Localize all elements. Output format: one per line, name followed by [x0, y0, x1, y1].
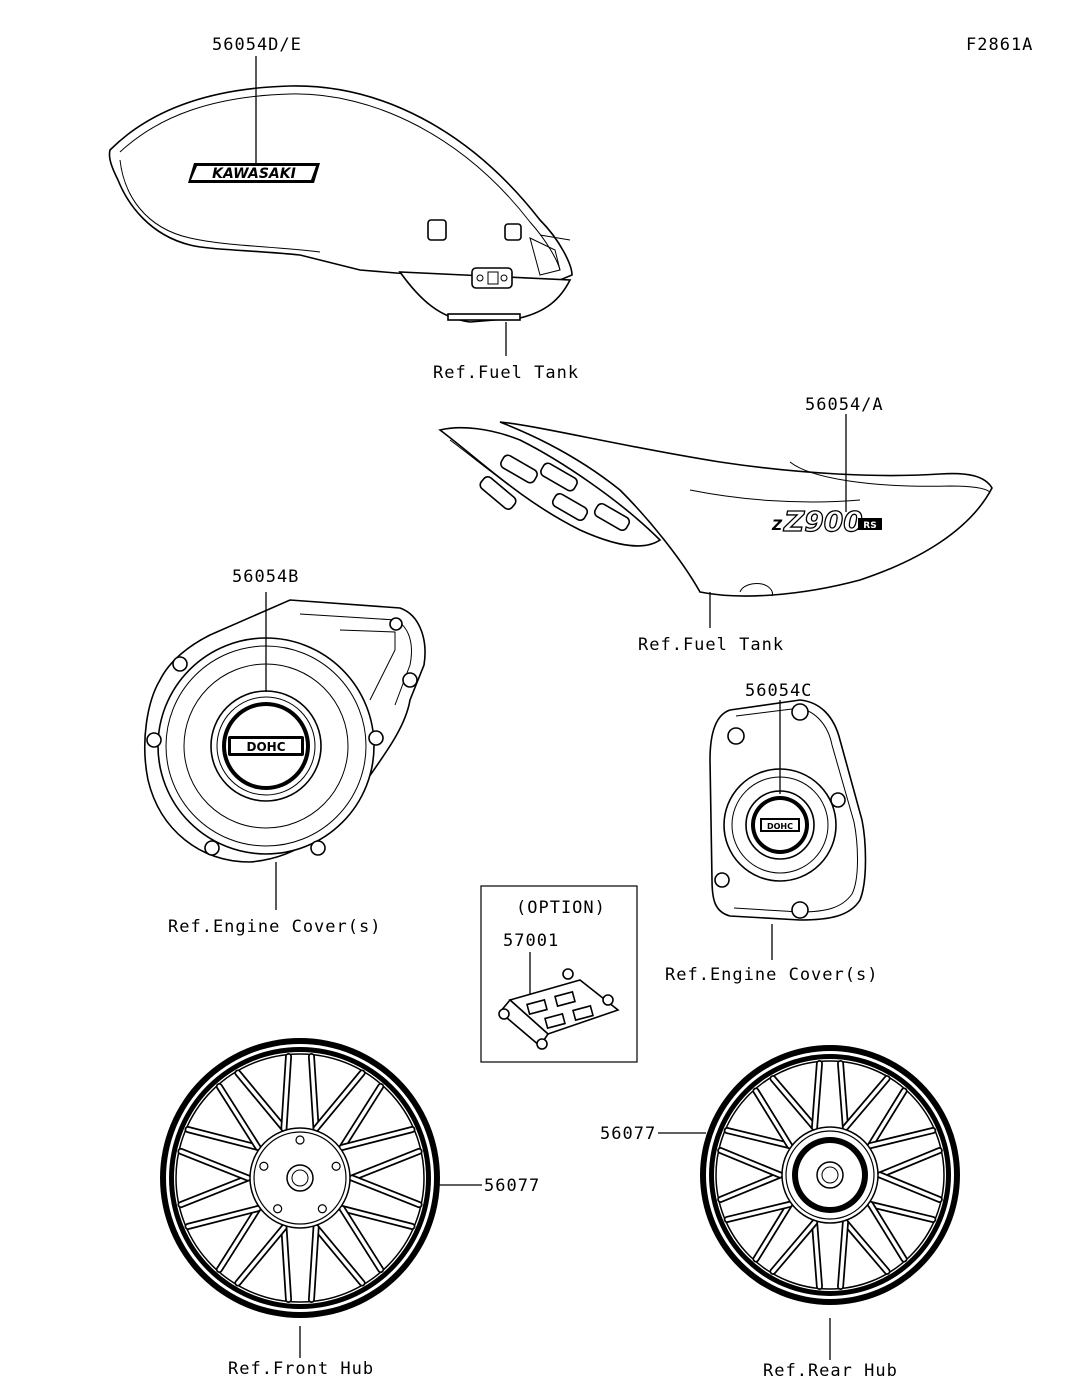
ref-engine-cover-left: Ref.Engine Cover(s)	[168, 917, 381, 937]
option-label: (OPTION)	[516, 898, 606, 918]
ref-fuel-tank-side: Ref.Fuel Tank	[638, 635, 784, 655]
diagram-id: F2861A	[966, 35, 1033, 55]
svg-text:Z900: Z900	[783, 505, 863, 538]
part-number-56077-front: 56077	[484, 1176, 540, 1196]
ref-fuel-tank-top: Ref.Fuel Tank	[433, 363, 579, 383]
side-cover-drawing: Z Z900 RS	[438, 421, 993, 597]
part-number-56077-rear: 56077	[600, 1124, 656, 1144]
z900rs-logo: Z Z900 RS	[771, 504, 882, 539]
part-number-56054a: 56054/A	[805, 395, 884, 415]
svg-text:KAWASAKI: KAWASAKI	[212, 166, 296, 182]
fuel-tank-drawing: KAWASAKI	[108, 85, 573, 323]
ref-rear-hub: Ref.Rear Hub	[763, 1361, 898, 1378]
kawasaki-logo: KAWASAKI	[188, 163, 320, 183]
ref-front-hub: Ref.Front Hub	[228, 1359, 374, 1378]
doho-logo-right: DOHC	[767, 822, 793, 831]
engine-cover-left-drawing: DOHC	[143, 599, 426, 863]
front-wheel-drawing	[160, 1038, 440, 1318]
ref-engine-cover-right: Ref.Engine Cover(s)	[665, 965, 878, 985]
part-number-56054de: 56054D/E	[212, 35, 302, 55]
part-number-57001: 57001	[503, 931, 559, 951]
doho-logo-left: DOHC	[246, 740, 285, 754]
option-bracket-drawing	[498, 968, 620, 1050]
engine-cover-right-drawing: DOHC	[709, 699, 867, 921]
part-number-56054c: 56054C	[745, 681, 812, 701]
rear-wheel-drawing	[700, 1045, 960, 1305]
part-number-56054b: 56054B	[232, 567, 299, 587]
svg-text:RS: RS	[863, 521, 876, 531]
svg-text:Z: Z	[771, 518, 783, 534]
option-box	[480, 885, 638, 1063]
